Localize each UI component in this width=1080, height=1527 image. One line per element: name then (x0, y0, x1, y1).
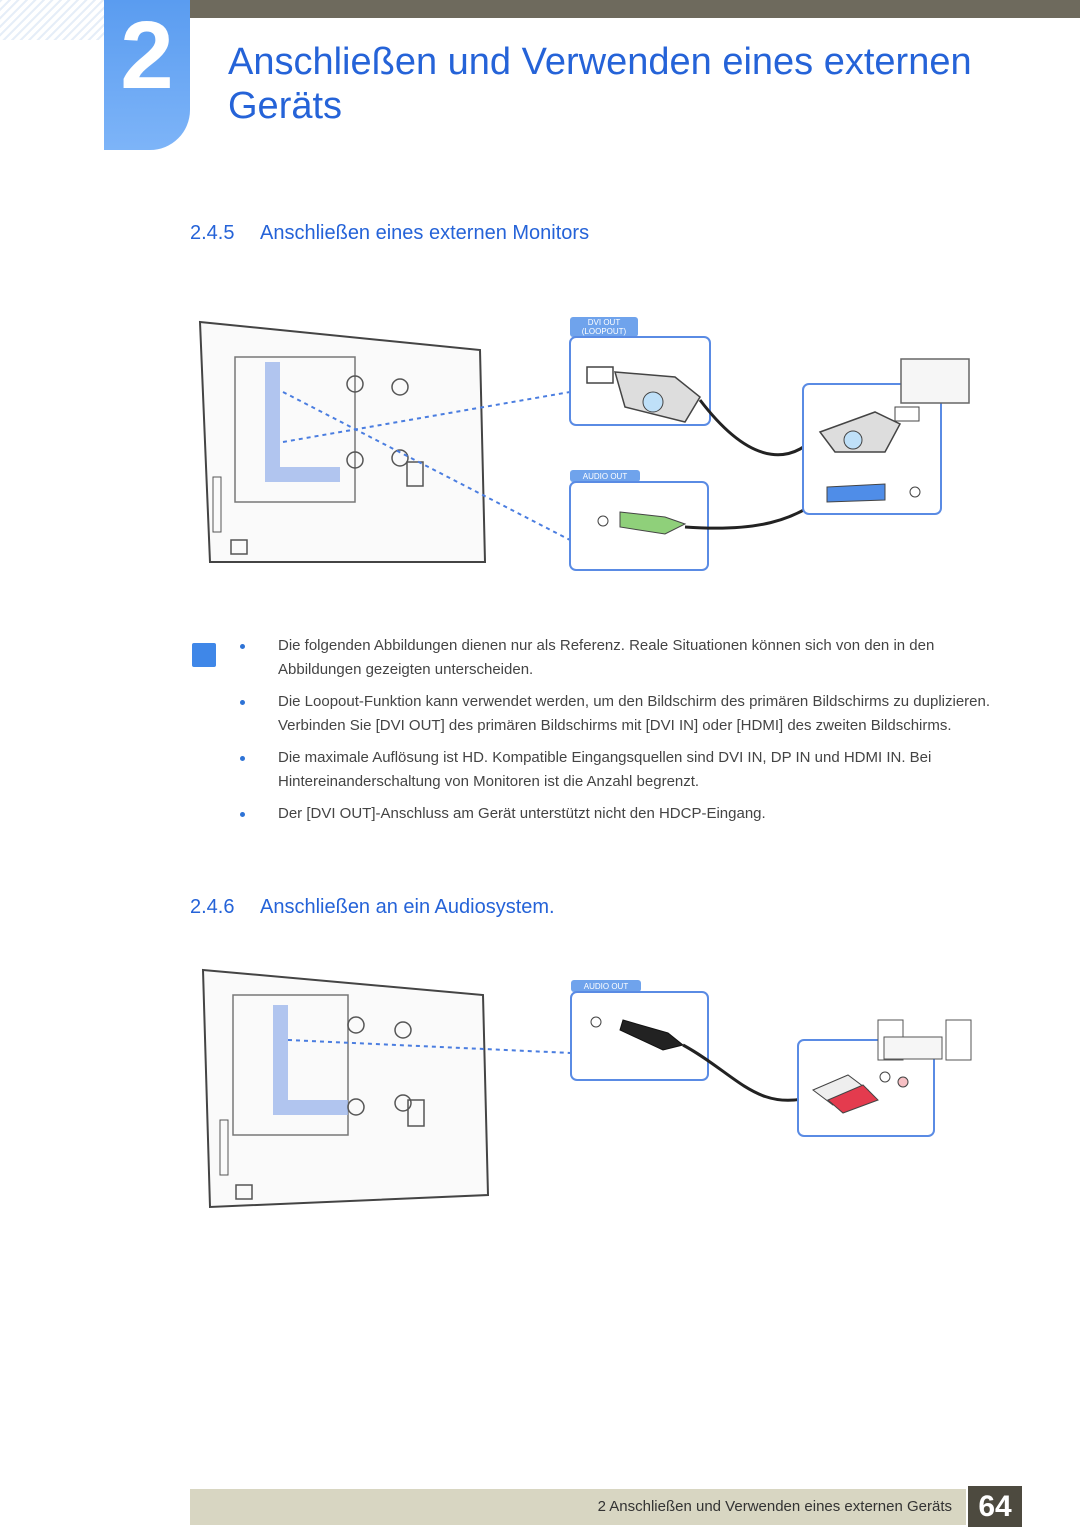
loopout-label: (LOOPOUT) (582, 327, 627, 336)
chapter-title: Anschließen und Verwenden eines externen… (228, 40, 1028, 128)
bullet-icon (240, 644, 245, 649)
section-title: Anschließen an ein Audiosystem. (260, 896, 555, 918)
section-heading-audio: 2.4.6 Anschließen an ein Audiosystem. (190, 896, 555, 919)
top-bar (190, 0, 1080, 18)
section-number: 2.4.6 (190, 896, 235, 918)
audio-connection-illustration: AUDIO OUT (201, 968, 972, 1209)
note-item: Der [DVI OUT]-Anschluss am Gerät unterst… (240, 802, 1020, 826)
chapter-title-line2: Geräts (228, 85, 343, 127)
dvi-out-label: DVI OUT (588, 318, 621, 327)
bullet-icon (240, 700, 245, 705)
note-text: Der [DVI OUT]-Anschluss am Gerät unterst… (278, 805, 766, 822)
chapter-title-line1: Anschließen und Verwenden eines externen (228, 41, 972, 83)
audio-out-label: AUDIO OUT (584, 982, 629, 991)
monitor-connection-illustration: DVI OUT (LOOPOUT) AUDIO OUT (198, 317, 970, 571)
audio-out-label-tag (571, 980, 641, 992)
section-heading-monitor: 2.4.5 Anschließen eines externen Monitors (190, 222, 589, 245)
bullet-icon (240, 812, 245, 817)
corner-hatch (0, 0, 110, 40)
note-item: Die folgenden Abbildungen dienen nur als… (240, 634, 1020, 682)
section-title: Anschließen eines externen Monitors (260, 222, 590, 244)
monitor-connection-figure: DVI OUT (LOOPOUT) AUDIO OUT (195, 312, 985, 582)
audio-out-label: AUDIO OUT (583, 472, 628, 481)
chapter-number-badge: 2 (104, 0, 190, 150)
note-text: Die Loopout-Funktion kann verwendet werd… (278, 693, 991, 734)
section-number: 2.4.5 (190, 222, 235, 244)
note-text: Die maximale Auflösung ist HD. Kompatibl… (278, 749, 932, 790)
note-list: Die folgenden Abbildungen dienen nur als… (240, 634, 1020, 834)
bullet-icon (240, 756, 245, 761)
note-item: Die maximale Auflösung ist HD. Kompatibl… (240, 746, 1020, 794)
audio-connection-figure: AUDIO OUT (198, 965, 988, 1215)
note-item: Die Loopout-Funktion kann verwendet werd… (240, 690, 1020, 738)
note-text: Die folgenden Abbildungen dienen nur als… (278, 637, 935, 678)
audio-out-label-tag (570, 470, 640, 482)
note-icon (192, 643, 216, 667)
footer-bar: 2 Anschließen und Verwenden eines extern… (190, 1489, 966, 1525)
footer-text: 2 Anschließen und Verwenden eines extern… (597, 1498, 952, 1515)
page-number: 64 (968, 1486, 1022, 1527)
dvi-out-label-tag (570, 317, 638, 337)
